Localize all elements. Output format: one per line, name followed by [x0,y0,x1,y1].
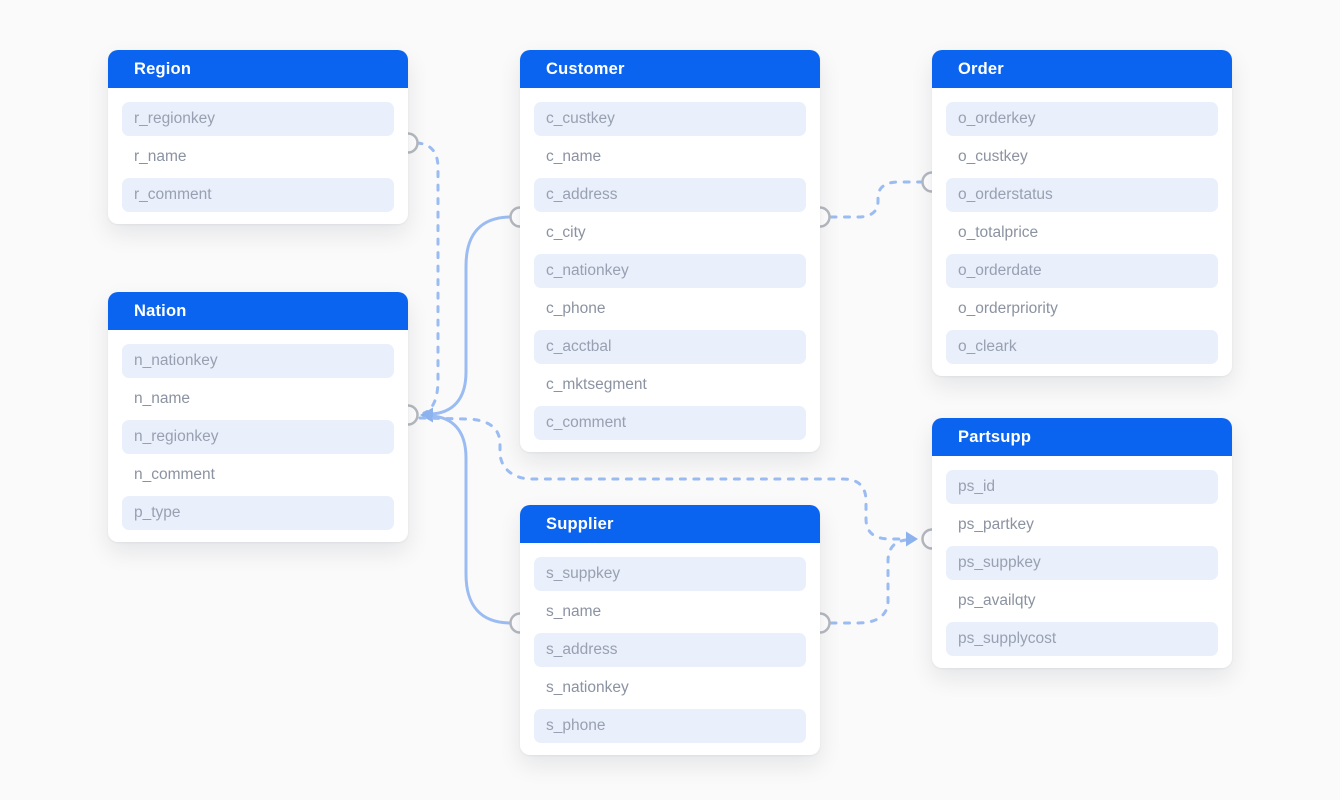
table-title-supplier[interactable]: Supplier [520,505,820,543]
arrowhead-into-nation [420,407,433,423]
table-fields-customer: c_custkey c_name c_address c_city c_nationke… [520,88,820,452]
field-row-ps_availqty[interactable]: ps_availqty [958,592,1036,609]
table-title-region[interactable]: Region [108,50,408,88]
field-row-o_orderstatus[interactable]: o_orderstatus [946,178,1218,212]
field-row-o_totalprice[interactable]: o_totalprice [958,224,1039,241]
edge-nation-partsupp[interactable] [418,416,914,541]
field-row-r_comment[interactable]: r_comment [122,178,394,212]
field-row-o_cleark[interactable]: o_cleark [946,330,1218,364]
field-row-o_orderkey[interactable]: o_orderkey [946,102,1218,136]
table-fields-order: o_orderkey o_custkey o_orderstatus o_totalp… [932,88,1232,376]
field-row-n_comment[interactable]: n_comment [134,466,215,483]
edge-supplier-nation[interactable] [429,414,513,625]
field-row-c_nationkey[interactable]: c_nationkey [534,254,806,288]
table-title-partsupp[interactable]: Partsupp [932,418,1232,456]
table-fields-supplier: s_suppkey s_name s_address s_nationkey s_pho… [520,543,820,755]
field-row-c_custkey[interactable]: c_custkey [534,102,806,136]
field-row-n_nationkey[interactable]: n_nationkey [122,344,394,378]
field-row-c_address[interactable]: c_address [534,178,806,212]
field-row-r_regionkey[interactable]: r_regionkey [122,102,394,136]
table-fields-region: r_regionkey r_name r_comment [108,88,408,224]
field-row-r_name[interactable]: r_name [134,148,187,165]
field-row-o_orderdate[interactable]: o_orderdate [946,254,1218,288]
field-row-c_city[interactable]: c_city [546,224,586,241]
field-row-s_name[interactable]: s_name [546,603,602,620]
arrowhead-into-partsupp [906,531,918,547]
field-row-c_phone[interactable]: c_phone [546,300,606,317]
field-row-c_mktsegment[interactable]: c_mktsegment [546,376,647,393]
table-card-region[interactable]: Region r_regionkey r_name r_comment [108,50,408,224]
field-row-s_phone[interactable]: s_phone [534,709,806,743]
field-row-o_orderpriority[interactable]: o_orderpriority [958,300,1058,317]
edge-region-nation[interactable] [415,141,440,415]
edge-customer-order[interactable] [829,180,923,219]
field-row-o_custkey[interactable]: o_custkey [958,148,1028,165]
field-row-ps_partkey[interactable]: ps_partkey [958,516,1034,533]
table-card-nation[interactable]: Nation n_nationkey n_name n_regionkey n_comm… [108,292,408,542]
edge-customer-nation[interactable] [429,215,513,416]
field-row-c_comment[interactable]: c_comment [534,406,806,440]
table-fields-partsupp: ps_id ps_partkey ps_suppkey ps_availqty ps_s… [932,456,1232,668]
field-row-ps_supplycost[interactable]: ps_supplycost [946,622,1218,656]
field-row-s_nationkey[interactable]: s_nationkey [546,679,629,696]
table-title-nation[interactable]: Nation [108,292,408,330]
field-row-s_address[interactable]: s_address [534,633,806,667]
table-title-order[interactable]: Order [932,50,1232,88]
table-title-customer[interactable]: Customer [520,50,820,88]
table-card-supplier[interactable]: Supplier s_suppkey s_name s_address s_nation… [520,505,820,755]
field-row-p_type[interactable]: p_type [122,496,394,530]
edge-supplier-partsupp[interactable] [829,538,908,625]
table-card-order[interactable]: Order o_orderkey o_custkey o_orderstatus o_t… [932,50,1232,376]
field-row-c_name[interactable]: c_name [546,148,602,165]
field-row-s_suppkey[interactable]: s_suppkey [534,557,806,591]
field-row-ps_id[interactable]: ps_id [946,470,1218,504]
field-row-c_acctbal[interactable]: c_acctbal [534,330,806,364]
field-row-n_name[interactable]: n_name [134,390,191,407]
field-row-ps_suppkey[interactable]: ps_suppkey [946,546,1218,580]
field-row-n_regionkey[interactable]: n_regionkey [122,420,394,454]
table-fields-nation: n_nationkey n_name n_regionkey n_comment p_t… [108,330,408,542]
table-card-partsupp[interactable]: Partsupp ps_id ps_partkey ps_suppkey ps_avai… [932,418,1232,668]
